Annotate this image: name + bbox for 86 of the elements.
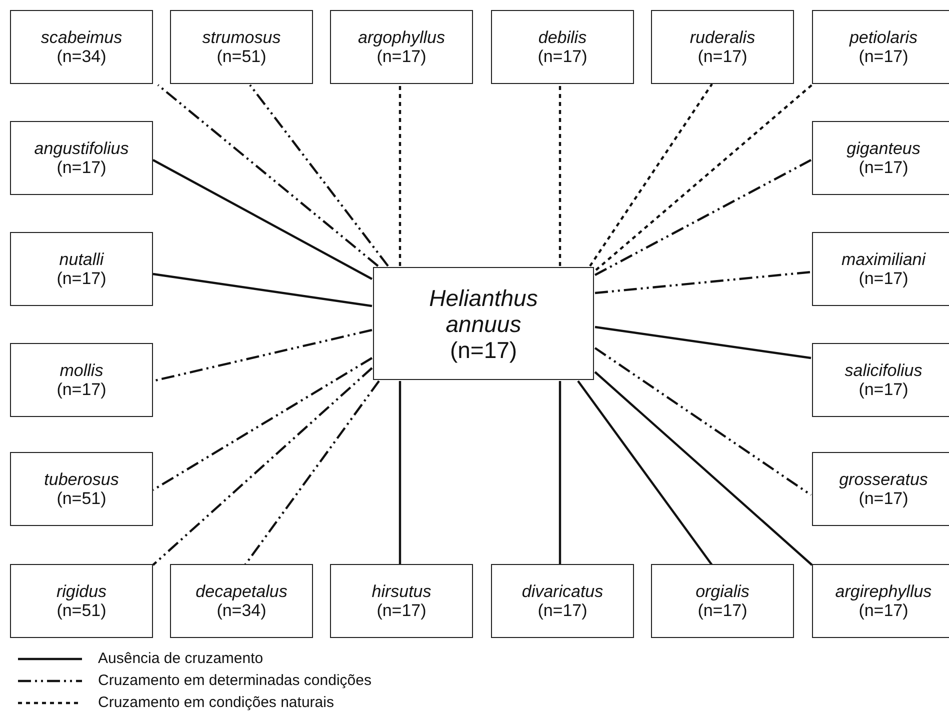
connector-line [594,347,812,496]
connector-line [558,381,562,565]
connector-line [244,380,380,566]
species-name: petiolaris [849,28,918,47]
chromosome-count: (n=17) [56,269,106,288]
species-name: scabeimus [40,28,122,47]
species-box [170,564,313,638]
legend-text: Cruzamento em determinadas condições [98,672,372,689]
connector-line [594,270,812,294]
species-name: strumosus [202,28,281,47]
chromosome-count: (n=17) [698,601,748,620]
species-name: ruderalis [690,28,756,47]
species-box [491,10,634,84]
connector-line [577,380,713,566]
chromosome-count: (n=17) [538,601,588,620]
species-box [491,564,634,638]
species-box [10,232,153,306]
chromosome-count: (n=34) [216,601,266,620]
connector-line [152,357,373,491]
connector-line [594,371,813,566]
connector-line [152,328,372,382]
chromosome-count: (n=17) [858,489,908,508]
chromosome-count: (n=34) [56,47,106,66]
connector-line [594,159,812,276]
species-box [651,564,794,638]
connector-line [249,84,389,267]
connector-line [558,84,562,266]
species-box [330,10,473,84]
species-name: giganteus [846,139,920,158]
species-box [10,10,153,84]
chromosome-count: (n=17) [858,601,908,620]
connector-line [152,272,372,308]
species-box [812,232,949,306]
species-box [812,121,949,195]
species-box [812,564,949,638]
species-name: rigidus [56,582,107,601]
chromosome-count: (n=17) [858,158,908,177]
species-name: tuberosus [44,470,119,489]
species-name: argophyllus [358,28,445,47]
connector-line [398,84,402,266]
connector-line [589,83,713,267]
connector-line [398,381,402,565]
chromosome-count: (n=17) [376,47,426,66]
species-box [330,564,473,638]
connector-line [157,84,379,267]
species-name: maximiliani [841,250,926,269]
chromosome-count: (n=51) [56,489,106,508]
chromosome-count: (n=17) [858,47,908,66]
species-name: mollis [60,361,104,380]
chromosome-count: (n=17) [56,380,106,399]
chromosome-count: (n=17) [56,158,106,177]
species-name: nutalli [59,250,104,269]
species-box [10,121,153,195]
species-box [10,564,153,638]
species-name: salicifolius [844,361,922,380]
species-box [170,10,313,84]
chromosome-count: (n=17) [538,47,588,66]
species-name: orgialis [696,582,750,601]
species-name: Helianthus annuus [428,284,539,336]
connector-line [152,367,373,566]
chromosome-count: (n=17) [858,269,908,288]
species-name: hirsutus [372,582,432,601]
species-name: argirephyllus [835,582,932,601]
species-box [812,10,949,84]
chromosome-count: (n=17) [698,47,748,66]
species-box [10,452,153,526]
legend-text: Ausência de cruzamento [98,650,264,667]
chromosome-count: (n=17) [450,336,518,362]
connector-line [595,83,814,271]
species-box [812,452,949,526]
legend-text: Cruzamento em condições naturais [98,694,334,711]
chromosome-count: (n=51) [216,47,266,66]
species-name: angustifolius [34,139,129,158]
species-box [651,10,794,84]
species-name: debilis [538,28,587,47]
chromosome-count: (n=51) [56,601,106,620]
chromosome-count: (n=17) [858,380,908,399]
species-name: decapetalus [196,582,288,601]
species-box [812,343,949,417]
chromosome-count: (n=17) [376,601,426,620]
species-name: divaricatus [522,582,604,601]
connector-line [152,159,373,280]
species-name: grosseratus [839,470,928,489]
species-box [10,343,153,417]
central-species-box [373,267,594,380]
connector-line [594,326,812,360]
